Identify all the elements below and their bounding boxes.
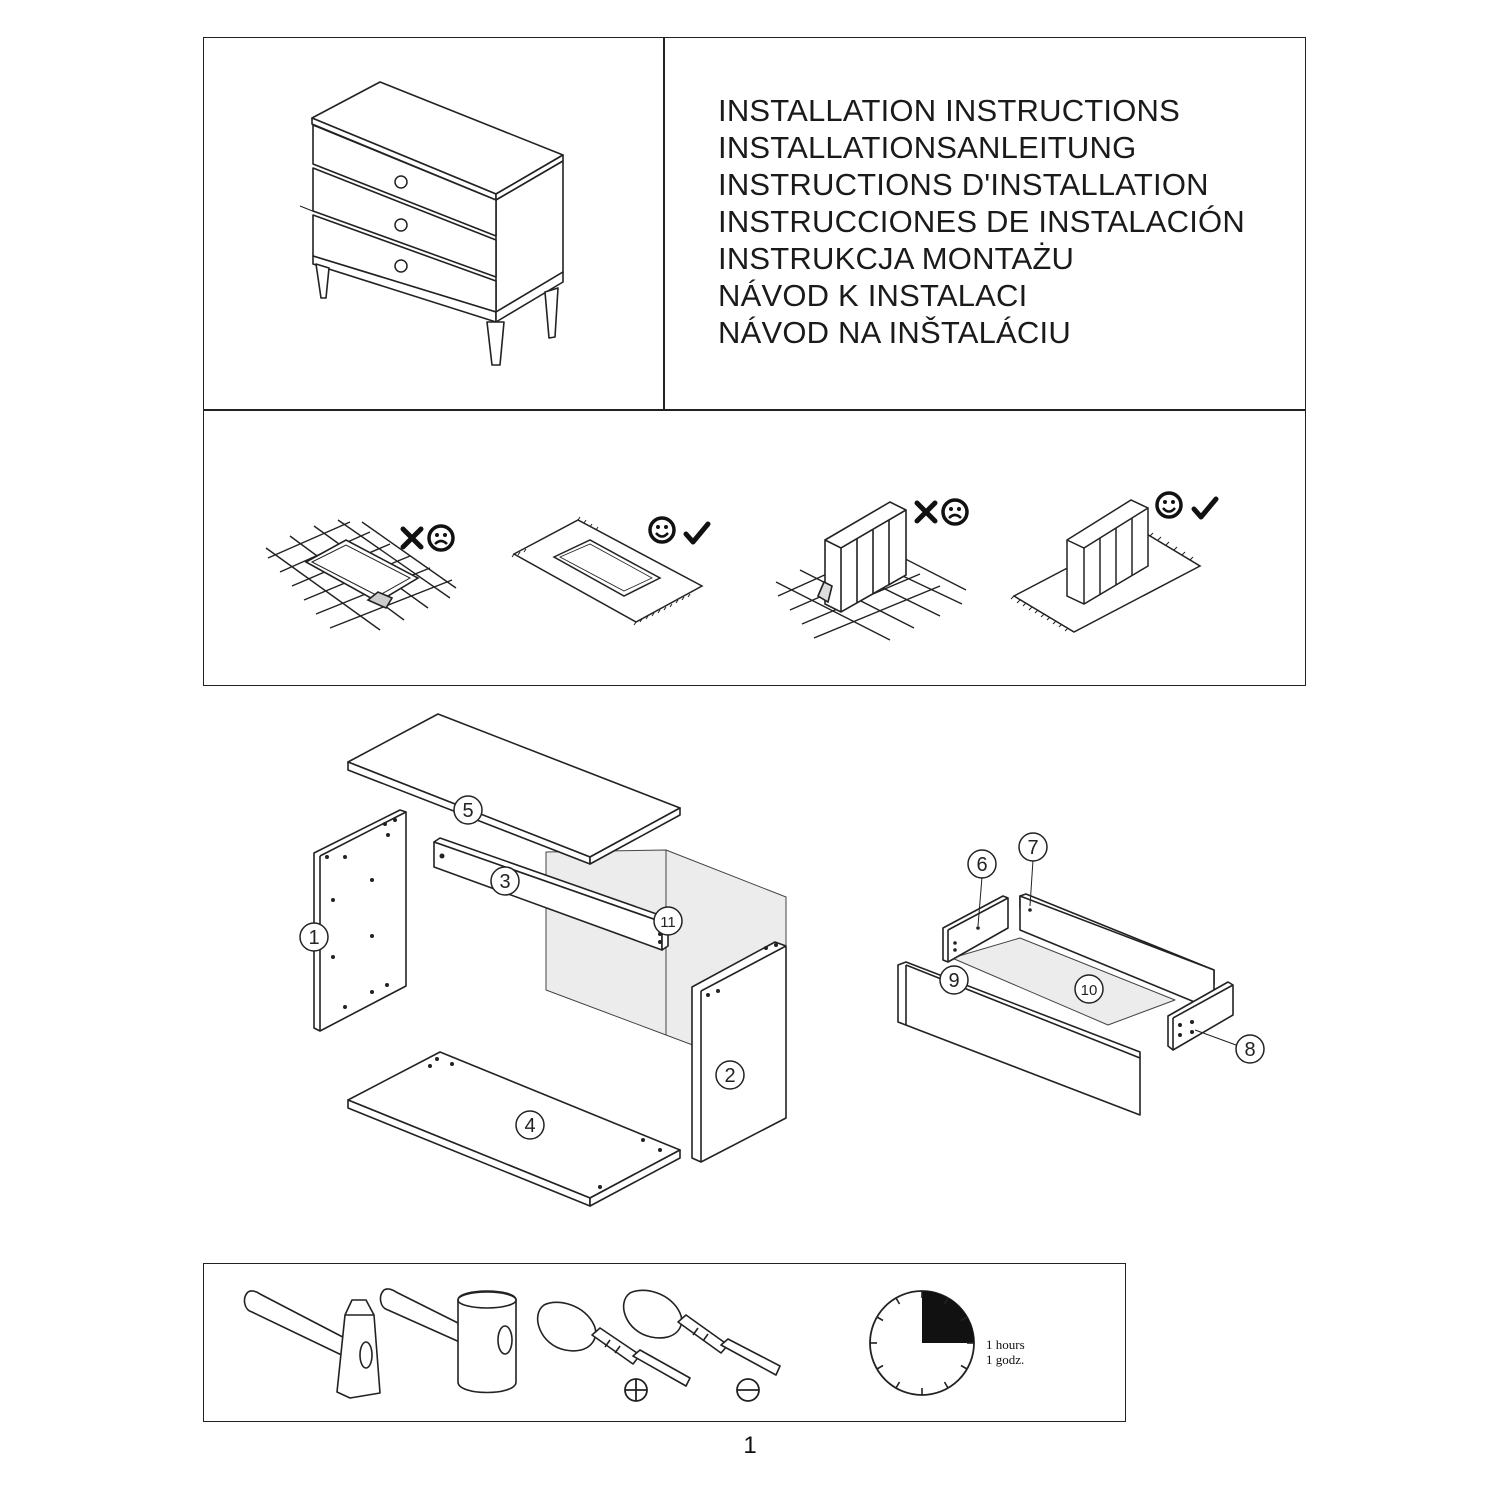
assembly-time-pl: 1 godz. (986, 1352, 1025, 1367)
clock-tick (943, 1381, 949, 1389)
clock-tick (895, 1381, 901, 1389)
floor-guidance-box (203, 409, 1306, 686)
title-de: INSTALLATIONSANLEITUNG (718, 130, 1137, 165)
header-divider (663, 37, 665, 411)
part-num: 5 (462, 800, 473, 822)
drawer-knob (394, 175, 408, 189)
part-num: 2 (724, 1065, 735, 1087)
part-label-8 (1235, 1034, 1265, 1064)
part-num: 10 (1081, 982, 1098, 999)
page-number: 1 (743, 1432, 757, 1459)
title-en: INSTALLATION INSTRUCTIONS (718, 93, 1181, 128)
drawer-side-6 (942, 895, 1009, 963)
part-label-7 (1018, 832, 1048, 862)
part-label-6 (967, 849, 997, 879)
part-label-11 (653, 906, 683, 936)
drawer-knob (394, 218, 408, 232)
drawer-front-9 (897, 961, 1141, 1116)
flat-screwdriver-icon (622, 1289, 781, 1376)
clock-tick (960, 1364, 968, 1370)
drawer-bottom-10 (951, 937, 1176, 1026)
part-num: 9 (948, 970, 959, 992)
part-label-5 (453, 795, 483, 825)
part-num: 4 (524, 1115, 535, 1137)
title-cz: NÁVOD K INSTALACI (718, 278, 1028, 313)
assembly-time: 1 hours 1 godz. (986, 1337, 1025, 1367)
tools-box (203, 1263, 1126, 1422)
flat-head-icon (736, 1378, 760, 1402)
part-num: 7 (1027, 837, 1038, 859)
title-es: INSTRUCCIONES DE INSTALACIÓN (718, 204, 1245, 239)
drawer-side-8 (1167, 981, 1234, 1051)
part-num: 3 (499, 871, 510, 893)
phillips-head-icon (624, 1378, 648, 1402)
clock-icon (869, 1290, 975, 1396)
drawer-knob (394, 259, 408, 273)
hammer-icon (243, 1290, 381, 1399)
clock-tick (960, 1316, 968, 1322)
part-label-4 (515, 1110, 545, 1140)
title-fr: INSTRUCTIONS D'INSTALLATION (718, 167, 1209, 202)
header-box (203, 37, 1306, 411)
panel-2 (691, 941, 787, 1163)
phillips-screwdriver-icon (536, 1301, 691, 1387)
part-num: 6 (976, 854, 987, 876)
part-num: 8 (1244, 1039, 1255, 1061)
clock-tick (895, 1297, 901, 1305)
part-label-3 (490, 866, 520, 896)
part-num: 11 (660, 914, 676, 931)
rubber-mallet-icon (379, 1288, 517, 1394)
title-sk: NÁVOD NA INŠTALÁCIU (718, 315, 1071, 350)
part-label-2 (715, 1060, 745, 1090)
clock-tick (943, 1297, 949, 1305)
part-num: 1 (308, 927, 319, 949)
clock-tick (876, 1364, 884, 1370)
instruction-titles: INSTALLATION INSTRUCTIONS INSTALLATIONSA… (718, 92, 1245, 351)
assembly-time-en: 1 hours (986, 1337, 1025, 1352)
part-label-9 (939, 965, 969, 995)
title-pl: INSTRUKCJA MONTAŻU (718, 241, 1075, 276)
part-label-10 (1074, 974, 1104, 1004)
panel-1 (313, 809, 407, 1032)
part-label-1 (299, 922, 329, 952)
clock-tick (876, 1316, 884, 1322)
